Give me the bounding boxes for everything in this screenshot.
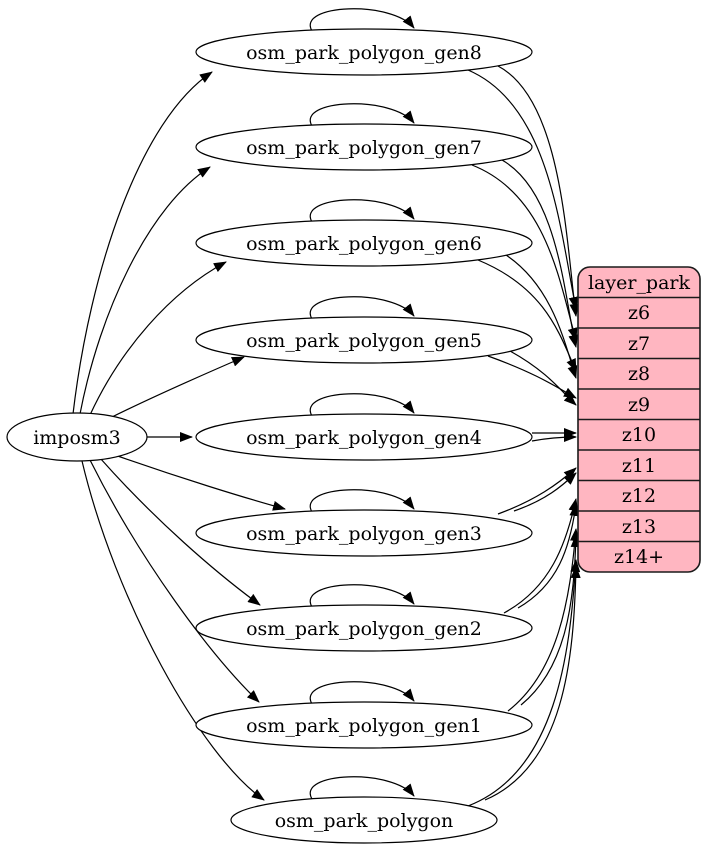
edge-imposm3-to-gen7 <box>79 166 211 415</box>
edge-gen8-to-z6-b <box>497 65 580 317</box>
edge-gen3-to-z11-b <box>513 472 577 512</box>
node-osm-park-polygon: osm_park_polygon <box>230 796 498 844</box>
gen3-ellipse <box>195 509 533 557</box>
node-osm-park-polygon-gen1: osm_park_polygon_gen1 <box>195 701 533 749</box>
layer-row-z7: z7 <box>628 333 650 355</box>
node-osm-park-polygon-gen8: osm_park_polygon_gen8 <box>195 28 533 76</box>
gen8-label: osm_park_polygon_gen8 <box>246 42 482 64</box>
imposm3-label: imposm3 <box>33 427 121 449</box>
edge-gen6-to-z8-b <box>505 254 578 379</box>
edge-imposm3-to-gen1 <box>89 459 260 703</box>
gen8-ellipse <box>195 28 533 76</box>
layer-row-z10: z10 <box>622 424 656 446</box>
layer-row-z13: z13 <box>622 516 656 538</box>
self-loop-gen8 <box>309 8 415 32</box>
edge-polygon-to-z14-b <box>484 565 581 801</box>
gen5-label: osm_park_polygon_gen5 <box>246 330 482 352</box>
edge-imposm3-to-gen6 <box>89 261 227 416</box>
gen1-ellipse <box>195 701 533 749</box>
node-osm-park-polygon-gen2: osm_park_polygon_gen2 <box>195 604 533 652</box>
node-osm-park-polygon-gen3: osm_park_polygon_gen3 <box>195 509 533 557</box>
edge-gen1-to-z13-a <box>507 528 580 712</box>
node-osm-park-polygon-gen7: osm_park_polygon_gen7 <box>195 123 533 171</box>
gen4-label: osm_park_polygon_gen4 <box>246 427 482 449</box>
gen5-ellipse <box>195 316 533 364</box>
layer-row-z14: z14+ <box>614 546 664 568</box>
edge-gen8-to-z6-a <box>467 69 579 310</box>
layer-row-z8: z8 <box>628 363 650 385</box>
edge-gen4-to-z10-b <box>531 432 577 443</box>
self-loop-gen1 <box>309 681 415 705</box>
gen3-label: osm_park_polygon_gen3 <box>246 523 482 545</box>
gen2-label: osm_park_polygon_gen2 <box>246 618 482 640</box>
self-loop-polygon <box>309 776 415 800</box>
gen7-ellipse <box>195 123 533 171</box>
edge-imposm3-to-polygon <box>81 460 265 801</box>
layer-row-z9: z9 <box>628 394 650 416</box>
edge-imposm3-to-gen5 <box>107 356 245 420</box>
edge-gen2-to-z12-b <box>517 503 580 609</box>
layer-park-title: layer_park <box>588 272 691 294</box>
layer-row-z11: z11 <box>622 455 656 477</box>
node-osm-park-polygon-gen6: osm_park_polygon_gen6 <box>195 219 533 267</box>
imposm3-ellipse <box>6 412 148 462</box>
polygon-ellipse <box>230 796 498 844</box>
edge-gen5-to-z9-b <box>509 350 577 406</box>
node-osm-park-polygon-gen4: osm_park_polygon_gen4 <box>195 413 533 461</box>
gen2-ellipse <box>195 604 533 652</box>
edge-imposm3-to-gen8 <box>72 71 213 415</box>
gen1-label: osm_park_polygon_gen1 <box>246 715 482 737</box>
edges-from-source <box>72 71 286 801</box>
layer-park-table: layer_park z6 z7 z8 z9 z10 z11 z12 z13 z… <box>577 266 701 573</box>
gen4-ellipse <box>195 413 533 461</box>
layer-row-z12: z12 <box>622 485 656 507</box>
self-loop-gen3 <box>309 489 415 513</box>
gen6-label: osm_park_polygon_gen6 <box>246 233 482 255</box>
gen7-label: osm_park_polygon_gen7 <box>246 137 482 159</box>
edge-gen2-to-z12-a <box>503 498 579 614</box>
gen6-ellipse <box>195 219 533 267</box>
polygon-label: osm_park_polygon <box>275 810 454 832</box>
edge-polygon-to-z14-a <box>467 559 581 807</box>
self-loop-gen2 <box>309 584 415 608</box>
self-loop-gen4 <box>309 393 415 417</box>
edge-gen1-to-z13-b <box>520 534 581 706</box>
edge-gen7-to-z7-b <box>501 159 579 348</box>
edges-to-layer-table <box>467 65 581 807</box>
self-loop-gen6 <box>309 199 415 223</box>
layer-row-z6: z6 <box>628 302 650 324</box>
node-osm-park-polygon-gen5: osm_park_polygon_gen5 <box>195 316 533 364</box>
node-imposm3: imposm3 <box>6 412 148 462</box>
self-loops <box>309 8 415 800</box>
edge-imposm3-to-gen3 <box>111 453 286 511</box>
edge-imposm3-to-gen2 <box>99 457 261 606</box>
self-loop-gen5 <box>309 296 415 320</box>
edge-gen3-to-z11-a <box>497 467 577 515</box>
self-loop-gen7 <box>309 103 415 127</box>
